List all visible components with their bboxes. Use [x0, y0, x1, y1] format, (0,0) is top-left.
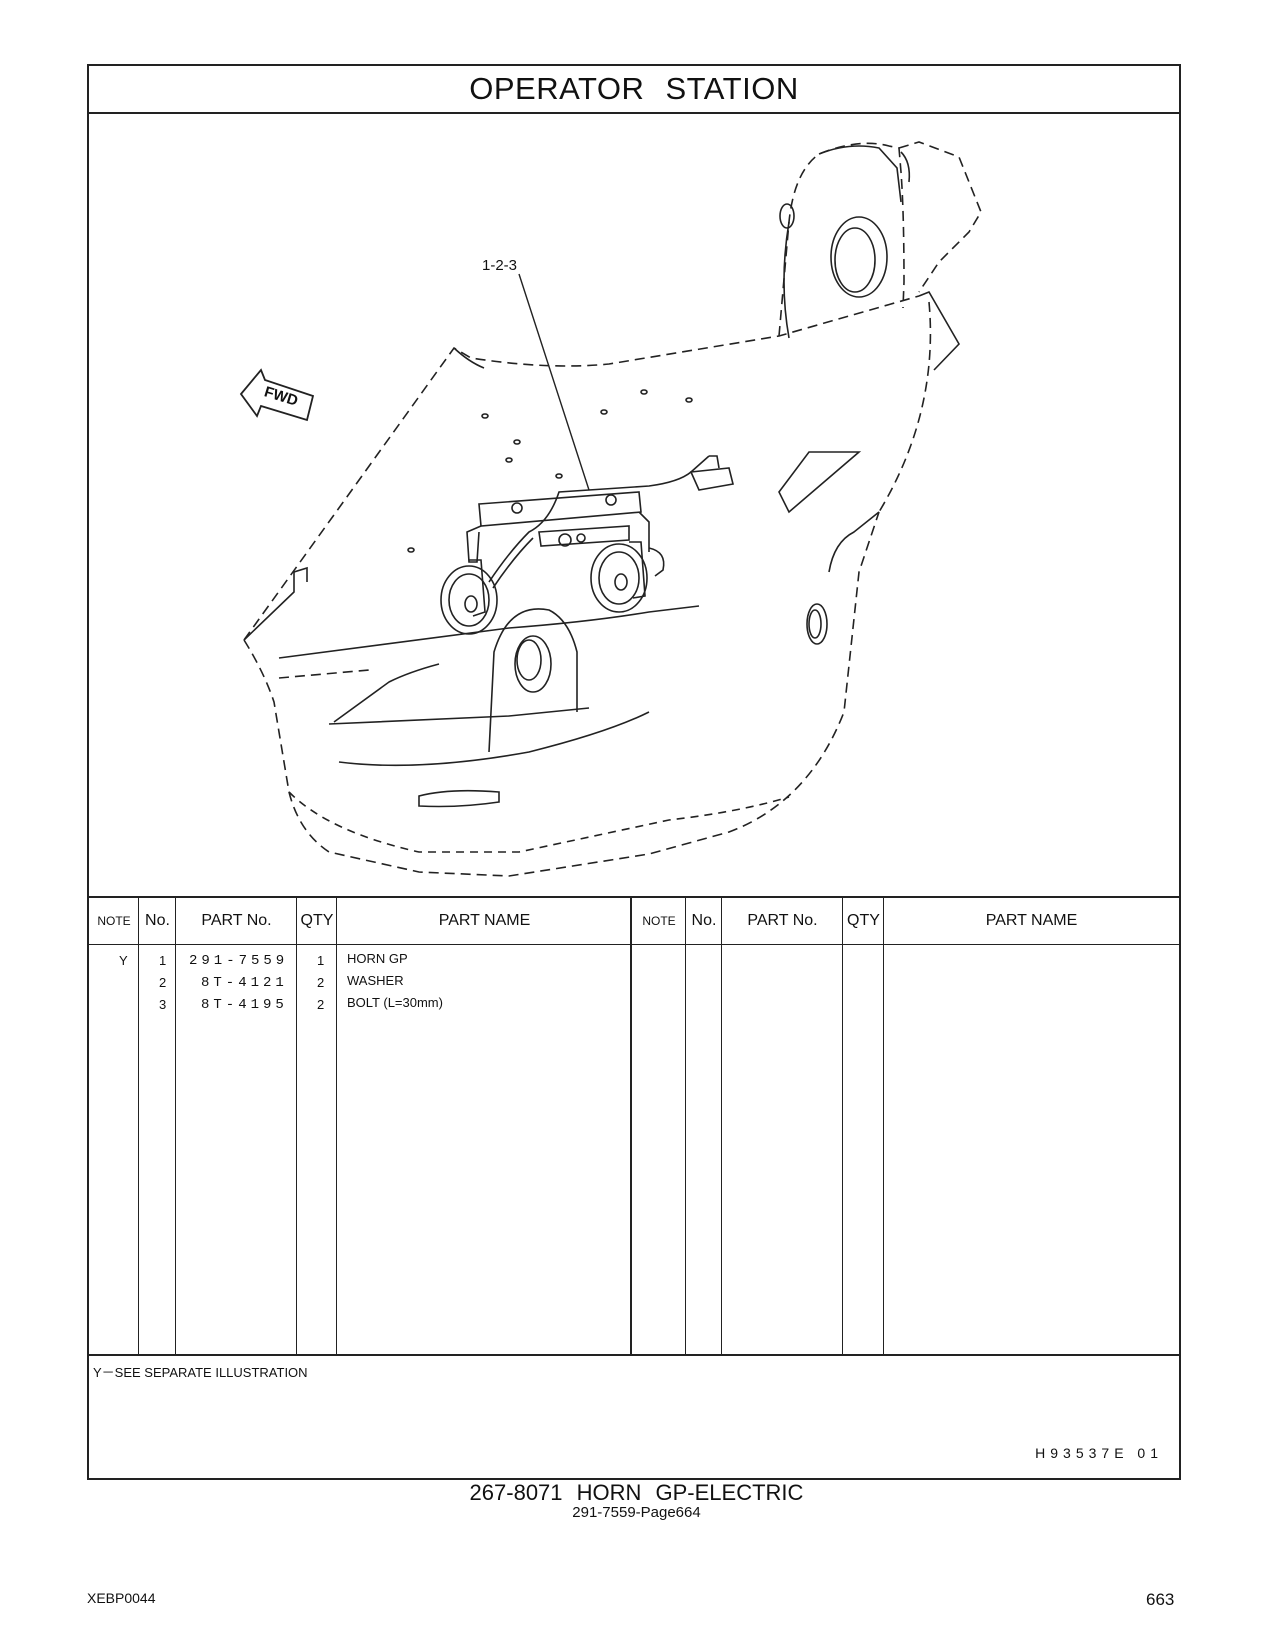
header-part-name: PART NAME — [438, 912, 531, 929]
row-3-part-no: 8T-4195 — [201, 997, 288, 1013]
row-1-no: 1 — [159, 953, 167, 968]
header-no-right: No. — [691, 912, 717, 929]
header-qty: QTY — [300, 912, 334, 929]
row-1-qty: 1 — [317, 953, 325, 968]
document-id: XEBP0044 — [87, 1590, 156, 1606]
group-subcaption: 291-7559-Page664 — [572, 1504, 701, 1521]
illustration-code: H93537E 01 — [1035, 1445, 1163, 1461]
row-2-part-name: WASHER — [347, 973, 404, 988]
header-part-name-right: PART NAME — [985, 912, 1078, 929]
callout-leader — [518, 273, 590, 491]
row-3-no: 3 — [159, 997, 167, 1012]
page-number: 663 — [1146, 1590, 1175, 1609]
fwd-arrow — [239, 368, 315, 422]
header-part-no: PART No. — [201, 912, 272, 929]
rear-arm — [778, 142, 905, 337]
row-3-qty: 2 — [317, 997, 325, 1012]
parts-page-frame: OPERATOR STATION — [87, 64, 1181, 1480]
row-2-qty: 2 — [317, 975, 325, 990]
header-qty-right: QTY — [847, 912, 880, 929]
header-part-no-right: PART No. — [747, 912, 818, 929]
row-1-note: Y — [119, 953, 128, 968]
group-caption: 267-8071 HORN GP-ELECTRIC — [469, 1480, 804, 1505]
parts-illustration: 1-2-3 FWD — [89, 112, 1179, 896]
front-lug — [488, 608, 578, 753]
horn-assembly — [440, 455, 734, 635]
footnote: Y－SEE SEPARATE ILLUSTRATION — [93, 1365, 308, 1380]
frame-plate-outline — [243, 295, 920, 641]
row-1-part-no: 291-7559 — [189, 953, 289, 969]
header-no: No. — [145, 912, 170, 929]
row-3-part-name: BOLT (L=30mm) — [347, 995, 443, 1010]
parts-list-table: NOTE No. PART No. QTY PART NAME NOTE No.… — [89, 896, 1179, 1356]
header-note-right: NOTE — [642, 914, 676, 928]
header-note: NOTE — [97, 914, 131, 928]
mounting-holes — [407, 389, 693, 553]
row-2-no: 2 — [159, 975, 167, 990]
row-2-part-no: 8T-4121 — [201, 975, 288, 991]
fwd-label: FWD — [262, 384, 300, 410]
callout-label: 1-2-3 — [482, 257, 517, 274]
row-1-part-name: HORN GP — [347, 951, 408, 966]
section-title: OPERATOR STATION — [89, 66, 1179, 114]
